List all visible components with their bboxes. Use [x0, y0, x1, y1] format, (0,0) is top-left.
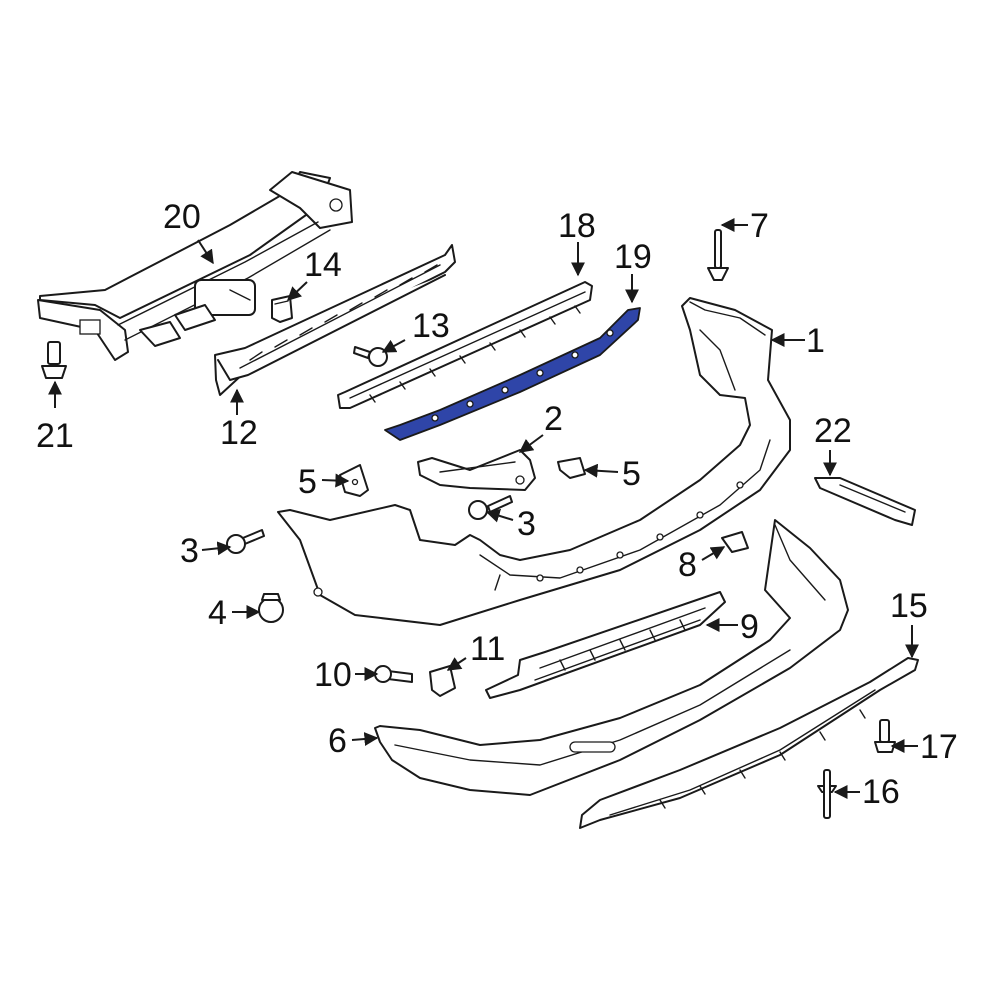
callout-9[interactable]: 9: [740, 608, 759, 646]
absorber-9[interactable]: [485, 591, 726, 699]
callout-3-left[interactable]: 3: [180, 532, 199, 570]
callout-6[interactable]: 6: [328, 722, 347, 760]
bumper-cover-1[interactable]: [277, 297, 791, 626]
callout-15[interactable]: 15: [890, 587, 928, 625]
bolt-3-left[interactable]: [226, 529, 265, 554]
clip-11[interactable]: [429, 665, 456, 697]
step-pad-18[interactable]: [337, 281, 593, 409]
callout-11[interactable]: 11: [470, 630, 505, 668]
callout-21[interactable]: 21: [36, 417, 74, 455]
lower-valance-6[interactable]: [374, 519, 849, 796]
retainer-4[interactable]: [258, 593, 284, 623]
energy-absorber-12[interactable]: [214, 244, 456, 396]
bolt-3-center[interactable]: [468, 495, 513, 520]
tow-hitch-receiver[interactable]: [37, 171, 353, 361]
callout-20[interactable]: 20: [163, 198, 201, 236]
callout-8[interactable]: 8: [678, 546, 697, 584]
bolt-10[interactable]: [374, 665, 413, 683]
leader-lines: [48, 218, 919, 799]
clip-8[interactable]: [721, 531, 749, 553]
bolt-13[interactable]: [353, 346, 388, 367]
callout-19[interactable]: 19: [614, 238, 652, 276]
callout-12[interactable]: 12: [220, 414, 258, 452]
skid-plate-15[interactable]: [579, 657, 919, 829]
reinforcement-strip-19[interactable]: [384, 307, 641, 441]
clip-5-right[interactable]: [557, 457, 586, 479]
callout-labels: 1 2 3 3 4 5 5 6 7 8 9 10 11 12 13 14 15 …: [36, 198, 958, 811]
callout-7[interactable]: 7: [750, 207, 769, 245]
callout-4[interactable]: 4: [208, 594, 227, 632]
callout-16[interactable]: 16: [862, 773, 900, 811]
callout-17[interactable]: 17: [920, 728, 958, 766]
callout-10[interactable]: 10: [314, 656, 352, 694]
callout-1[interactable]: 1: [806, 322, 825, 360]
clip-5-left[interactable]: [339, 464, 369, 497]
callout-22[interactable]: 22: [814, 412, 852, 450]
callout-2[interactable]: 2: [544, 400, 563, 438]
reflector-22[interactable]: [814, 477, 916, 526]
callout-5-left[interactable]: 5: [298, 463, 317, 501]
callout-14[interactable]: 14: [304, 246, 342, 284]
callout-3-center[interactable]: 3: [517, 505, 536, 543]
push-pin-16[interactable]: [817, 769, 837, 819]
callout-13[interactable]: 13: [412, 307, 450, 345]
callout-18[interactable]: 18: [558, 207, 596, 245]
bolt-17[interactable]: [874, 719, 896, 753]
bolt-21[interactable]: [41, 341, 67, 379]
callout-5-right[interactable]: 5: [622, 455, 641, 493]
bracket-2[interactable]: [417, 449, 536, 491]
push-pin-7[interactable]: [707, 229, 729, 281]
